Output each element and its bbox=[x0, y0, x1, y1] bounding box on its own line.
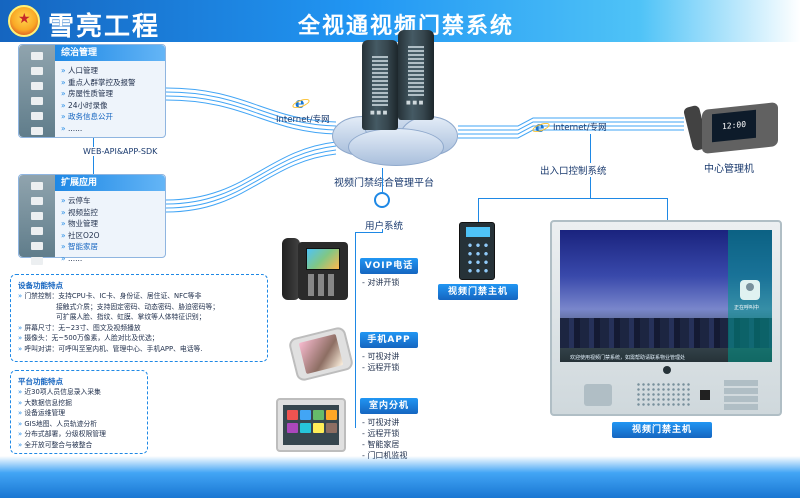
brand-name: 雪亮工程 bbox=[48, 12, 161, 42]
internet-icon: e bbox=[295, 94, 305, 112]
feature-item: 可视对讲 bbox=[362, 351, 399, 362]
connector-line bbox=[667, 198, 668, 220]
panel-sidebar bbox=[19, 45, 55, 137]
list-item: 24小时录像 bbox=[61, 100, 135, 112]
platform-features-list: 近30项人员信息录入采集 大数据信息挖掘 设备运维管理 GIS地图、人员轨迹分析… bbox=[18, 387, 106, 450]
speaker-grille bbox=[636, 382, 692, 408]
flow-lines-right bbox=[458, 117, 684, 139]
internet-label-left: Internet/专网 bbox=[276, 115, 330, 125]
feature-item: 对讲开锁 bbox=[362, 277, 399, 288]
police-badge-icon bbox=[8, 5, 40, 37]
call-button bbox=[700, 390, 710, 400]
connector-line bbox=[93, 138, 94, 174]
mgmt-clock: 12:00 bbox=[712, 109, 756, 143]
connector-line bbox=[590, 134, 591, 190]
management-label: 中心管理机 bbox=[704, 164, 754, 175]
list-item: 智能家居 bbox=[61, 241, 100, 253]
list-item: 政务信息公开 bbox=[61, 111, 135, 123]
list-ellipsis: ...... bbox=[61, 123, 135, 135]
list-item: 大数据信息挖掘 bbox=[18, 398, 106, 409]
list-item: GIS地图、人员轨迹分析 bbox=[18, 419, 106, 430]
mobile-phone-icon bbox=[287, 325, 355, 383]
platform-features-title: 平台功能特点 bbox=[18, 377, 63, 386]
extended-heading: 扩展应用 bbox=[55, 175, 165, 191]
voip-label: VOIP电话 bbox=[360, 258, 418, 274]
device-features-title: 设备功能特点 bbox=[18, 281, 63, 290]
indoor-features: 可视对讲 远程开锁 智能家居 门口机监视 bbox=[362, 417, 407, 461]
list-item: 人口管理 bbox=[61, 65, 135, 77]
app-label: 手机APP bbox=[360, 332, 418, 348]
list-item: 房屋性质管理 bbox=[61, 88, 135, 100]
extended-list: 云停车 视频监控 物业管理 社区O2O 智能家居 ...... bbox=[61, 195, 100, 264]
indoor-label: 室内分机 bbox=[360, 398, 418, 414]
internet-icon: e bbox=[535, 118, 545, 136]
list-item: 摄像头：无~500万像素，人脸对比及优选； bbox=[18, 333, 219, 344]
indoor-unit-icon bbox=[276, 398, 346, 452]
numpad-icon bbox=[724, 380, 758, 410]
governance-heading: 综治管理 bbox=[55, 45, 165, 61]
access-control-label: 出入口控制系统 bbox=[540, 163, 607, 177]
card-reader-icon bbox=[584, 384, 612, 406]
connector-line bbox=[355, 232, 383, 233]
feature-item: 门口机监视 bbox=[362, 450, 407, 461]
feature-item: 智能家居 bbox=[362, 439, 407, 450]
extended-panel: 扩展应用 云停车 视频监控 物业管理 社区O2O 智能家居 ...... bbox=[18, 174, 166, 265]
list-ellipsis: ...... bbox=[61, 253, 100, 265]
list-item: 门禁控制：支持CPU卡、IC卡、身份证、居住证、NFC等非 bbox=[18, 291, 219, 302]
door-host-large-label: 视频门禁主机 bbox=[612, 422, 712, 438]
list-item: 云停车 bbox=[61, 195, 100, 207]
list-item: 视频监控 bbox=[61, 207, 100, 219]
list-item: 重点人群掌控及报警 bbox=[61, 77, 136, 89]
list-item: 可扩展人脸、指纹、虹膜、掌纹等人体特征识别； bbox=[56, 313, 206, 321]
connector-line bbox=[478, 198, 479, 222]
camera-icon bbox=[663, 366, 671, 374]
device-features-box bbox=[10, 274, 268, 362]
door-caption: 欢迎使用视频门禁系统，如需帮助请联系物业管理处 bbox=[570, 355, 686, 361]
door-screen: 正在呼叫中 欢迎使用视频门禁系统，如需帮助请联系物业管理处 bbox=[560, 230, 772, 362]
connector-line bbox=[382, 168, 383, 192]
governance-list: 人口管理 重点人群掌控及报警 房屋性质管理 24小时录像 政务信息公开 ....… bbox=[61, 65, 136, 135]
voip-phone-icon bbox=[282, 238, 348, 302]
call-status: 正在呼叫中 bbox=[734, 305, 760, 311]
connector-line bbox=[478, 198, 668, 199]
caller-avatar-icon bbox=[740, 280, 760, 300]
list-item: 近30项人员信息录入采集 bbox=[18, 387, 106, 398]
user-system-label: 用户系统 bbox=[365, 221, 404, 232]
management-unit-icon: 12:00 bbox=[682, 100, 778, 156]
list-item: 分布式部署，分级权限管理 bbox=[18, 429, 106, 440]
video-door-host-icon: 正在呼叫中 欢迎使用视频门禁系统，如需帮助请联系物业管理处 bbox=[550, 220, 782, 416]
list-item: 社区O2O bbox=[61, 230, 100, 242]
footer-band bbox=[0, 456, 800, 498]
list-item: 屏幕尺寸：无~23寸、图文及视频播放 bbox=[18, 323, 219, 334]
panel-sidebar bbox=[19, 175, 55, 265]
list-item: 全开放可整合与被整合 bbox=[18, 440, 106, 451]
feature-item: 远程开锁 bbox=[362, 428, 407, 439]
feature-item: 可视对讲 bbox=[362, 417, 407, 428]
flow-lines-left bbox=[166, 87, 337, 213]
keypad-door-host-icon bbox=[459, 222, 495, 280]
platform-features-box bbox=[10, 370, 148, 454]
governance-panel: 综治管理 人口管理 重点人群掌控及报警 房屋性质管理 24小时录像 政务信息公开… bbox=[18, 44, 166, 138]
connector-line bbox=[382, 229, 383, 233]
list-item: 设备运维管理 bbox=[18, 408, 106, 419]
platform-label: 视频门禁综合管理平台 bbox=[334, 178, 434, 189]
list-item: 接触式介质；支持固定密码、动态密码、胁迫密码等； bbox=[56, 302, 220, 311]
api-label: WEB-API&APP-SDK bbox=[80, 147, 161, 156]
user-system-icon bbox=[374, 192, 390, 208]
connector-line bbox=[590, 190, 591, 199]
door-host-small-label: 视频门禁主机 bbox=[438, 284, 518, 300]
list-item: 物业管理 bbox=[61, 218, 100, 230]
connector-line bbox=[355, 232, 356, 428]
internet-label-right: Internet/专网 bbox=[553, 123, 607, 133]
feature-item: 远程开锁 bbox=[362, 362, 399, 373]
voip-features: 对讲开锁 bbox=[362, 277, 399, 288]
app-features: 可视对讲 远程开锁 bbox=[362, 351, 399, 373]
device-features-list: 门禁控制：支持CPU卡、IC卡、身份证、居住证、NFC等非 接触式介质；支持固定… bbox=[18, 291, 219, 354]
list-item: 呼叫对讲：可呼叫至室内机、管理中心、手机APP、电话等. bbox=[18, 344, 219, 355]
